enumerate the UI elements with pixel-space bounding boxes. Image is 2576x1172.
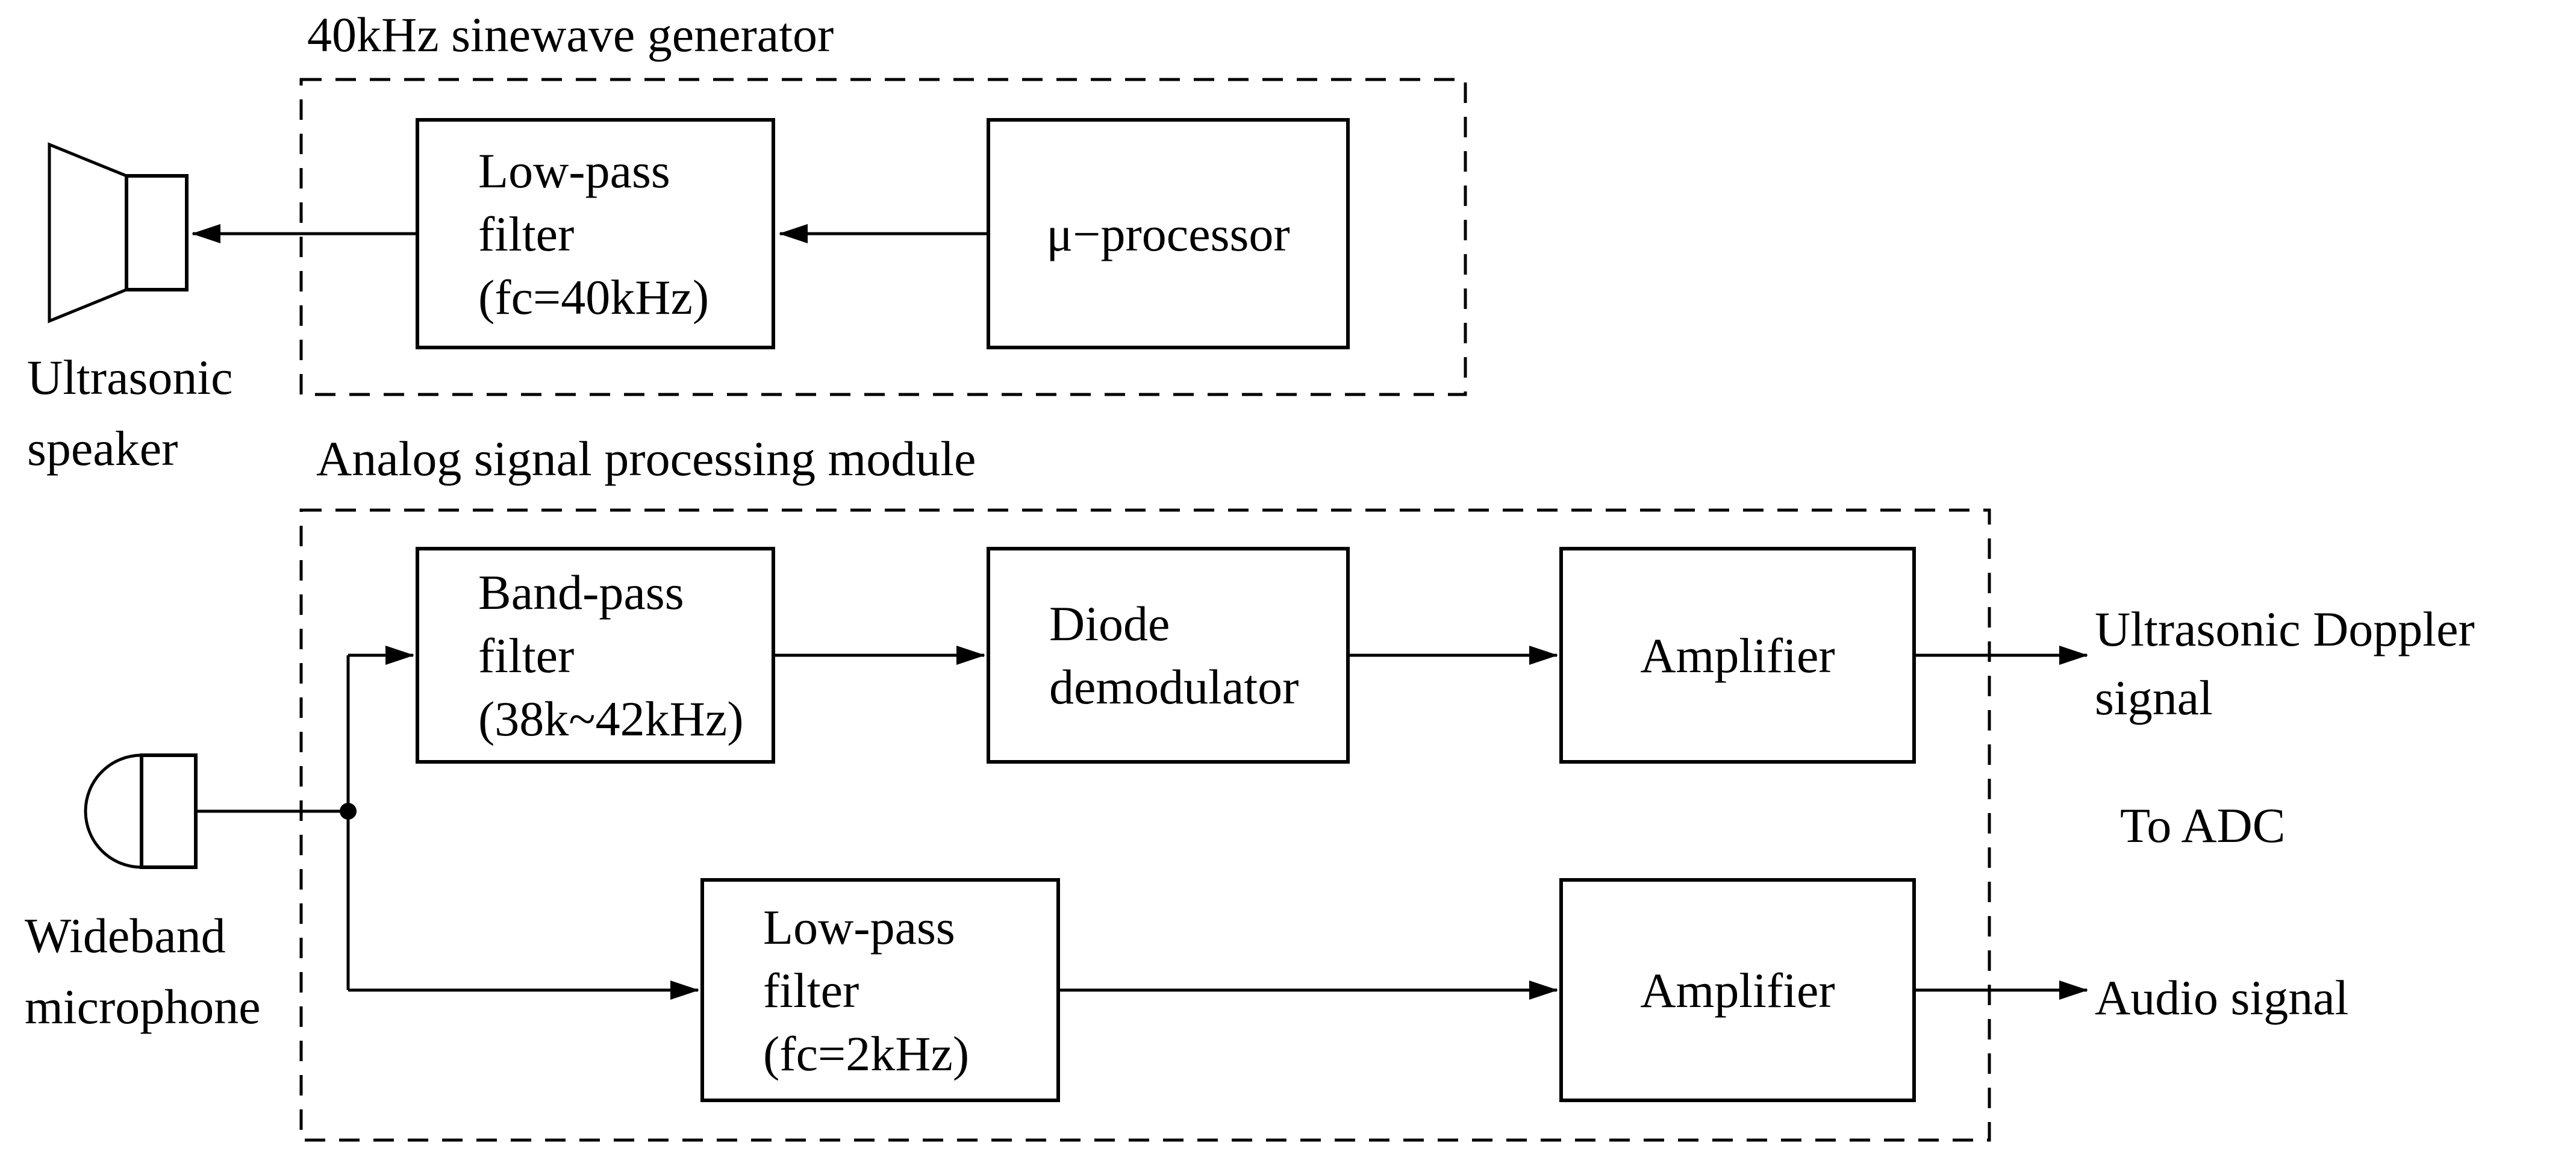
- block-line: (38k~42kHz): [478, 691, 744, 746]
- label-line: Wideband: [25, 908, 226, 963]
- wideband-microphone-icon: [84, 753, 198, 869]
- block-line: Amplifier: [1640, 962, 1835, 1018]
- junction-dot: [340, 803, 357, 820]
- block-line: μ−processor: [1046, 206, 1290, 261]
- label-line: signal: [2095, 670, 2213, 725]
- ultrasonic-speaker-label: Ultrasonic speaker: [27, 342, 233, 484]
- ultrasonic-doppler-signal-label: Ultrasonic Doppler signal: [2095, 595, 2475, 732]
- block-amplifier-audio: Amplifier: [1559, 878, 1916, 1102]
- block-line: Diode: [1049, 596, 1170, 651]
- block-line: (fc=40kHz): [478, 269, 709, 325]
- dashed-box-sinewave-generator: [299, 78, 1467, 396]
- audio-signal-label: Audio signal: [2095, 970, 2349, 1025]
- to-adc-label: To ADC: [2120, 798, 2286, 853]
- block-band-pass-filter: Band-pass filter (38k~42kHz): [416, 547, 775, 764]
- block-diode-demodulator: Diode demodulator: [987, 547, 1350, 764]
- block-line: demodulator: [1049, 659, 1299, 714]
- block-line: filter: [478, 628, 575, 683]
- block-low-pass-filter-40khz: Low-pass filter (fc=40kHz): [416, 118, 775, 349]
- wideband-microphone-label: Wideband microphone: [25, 900, 261, 1043]
- dashed-box-analog-module: [299, 508, 1991, 1142]
- sinewave-generator-title: 40kHz sinewave generator: [307, 7, 834, 62]
- label-line: Ultrasonic: [27, 350, 233, 405]
- analog-module-title: Analog signal processing module: [316, 431, 976, 486]
- block-line: Band-pass: [478, 564, 684, 620]
- label-line: Ultrasonic Doppler: [2095, 602, 2475, 656]
- label-line: speaker: [27, 421, 178, 476]
- block-low-pass-filter-2khz: Low-pass filter (fc=2kHz): [700, 878, 1060, 1102]
- block-line: Amplifier: [1640, 628, 1835, 683]
- block-microprocessor: μ−processor: [987, 118, 1350, 349]
- block-line: (fc=2kHz): [763, 1026, 970, 1081]
- block-line: filter: [478, 206, 575, 261]
- block-line: filter: [763, 962, 859, 1018]
- ultrasonic-speaker-icon: [48, 142, 189, 323]
- block-line: Low-pass: [763, 899, 955, 955]
- label-line: microphone: [25, 979, 261, 1034]
- block-line: Low-pass: [478, 143, 670, 198]
- block-amplifier-doppler: Amplifier: [1559, 547, 1916, 764]
